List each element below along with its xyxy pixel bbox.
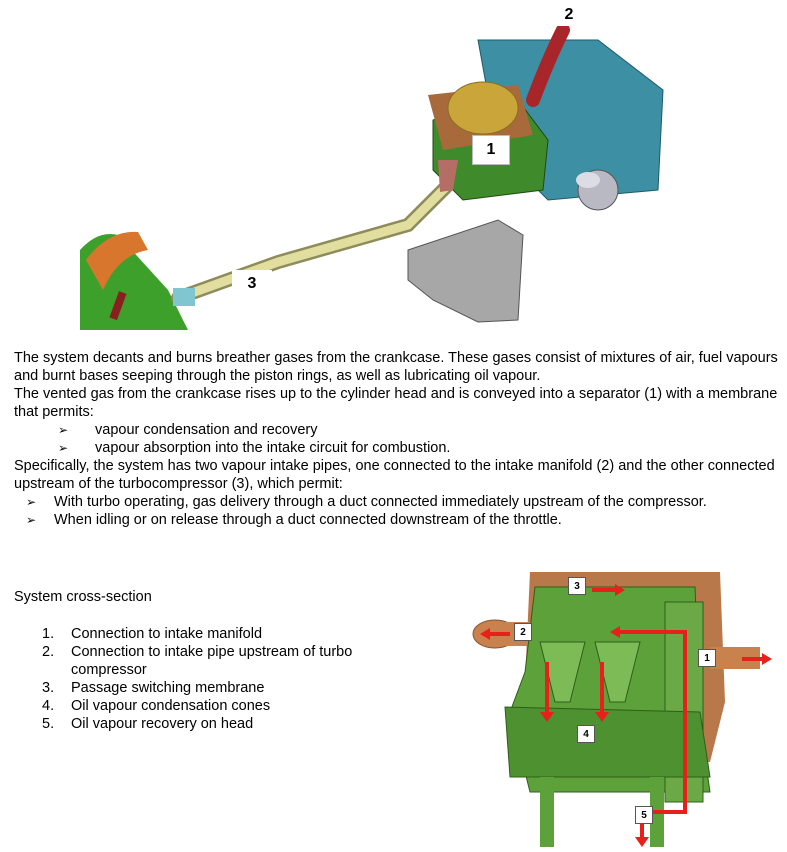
housing-leg [540,777,554,847]
condensation-cone-right [594,641,641,703]
vent-hose-upstream-turbo [173,180,453,303]
description-text: The system decants and burns breather ga… [14,349,779,529]
figure-tag-2: 2 [514,623,532,641]
flow-arrowheads [480,584,772,847]
separator-functions-list: ➢vapour condensation and recovery ➢vapou… [14,421,779,457]
separator-outlet [438,160,458,192]
list-item: ➢With turbo operating, gas delivery thro… [26,494,707,510]
list-item: 2.Connection to intake pipe upstream of … [42,644,353,678]
sensor-plug [109,291,127,321]
callout-3: 3 [232,270,272,298]
separator-cross-section-illustration [472,572,772,847]
breather-system-illustration [80,23,664,330]
section-title: System cross-section [14,589,152,605]
component-list: 1.Connection to intake manifold 2.Connec… [14,625,414,733]
figure-tag-3: 3 [568,577,586,595]
list-item: 3.Passage switching membrane [42,680,265,696]
list-item: 5.Oil vapour recovery on head [42,716,254,732]
pipe-stub-right [710,647,760,669]
figure-tag-4: 4 [577,725,595,743]
condensation-chamber [504,706,711,778]
intro-paragraph-3: Specifically, the system has two vapour … [14,458,775,492]
figure-tag-1: 1 [698,649,716,667]
list-item: 1.Connection to intake manifold [42,626,263,642]
arrow-bullet-icon: ➢ [26,513,37,527]
arrow-bullet-icon: ➢ [58,423,69,437]
intro-paragraph-2: The vented gas from the crankcase rises … [14,386,778,420]
list-item: ➢vapour absorption into the intake circu… [58,440,451,456]
intro-paragraph-1: The system decants and burns breather ga… [14,350,778,384]
mounting-bracket [407,219,524,323]
arrow-bullet-icon: ➢ [58,441,69,455]
vent-hose-intake-manifold [526,23,570,107]
membrane-lid [447,81,519,135]
list-item: ➢When idling or on release through a duc… [26,512,562,528]
callout-2: 2 [556,4,582,26]
condensation-cone-left [539,641,586,703]
figure-tag-5: 5 [635,806,653,824]
list-item: 4.Oil vapour condensation cones [42,698,271,714]
list-item: ➢vapour condensation and recovery [58,422,318,438]
callout-1: 1 [472,135,510,165]
arrow-bullet-icon: ➢ [26,495,37,509]
intake-pipes-list: ➢With turbo operating, gas delivery thro… [14,493,779,529]
hose-clip [173,288,195,306]
intake-pipe-elbow [86,231,148,290]
